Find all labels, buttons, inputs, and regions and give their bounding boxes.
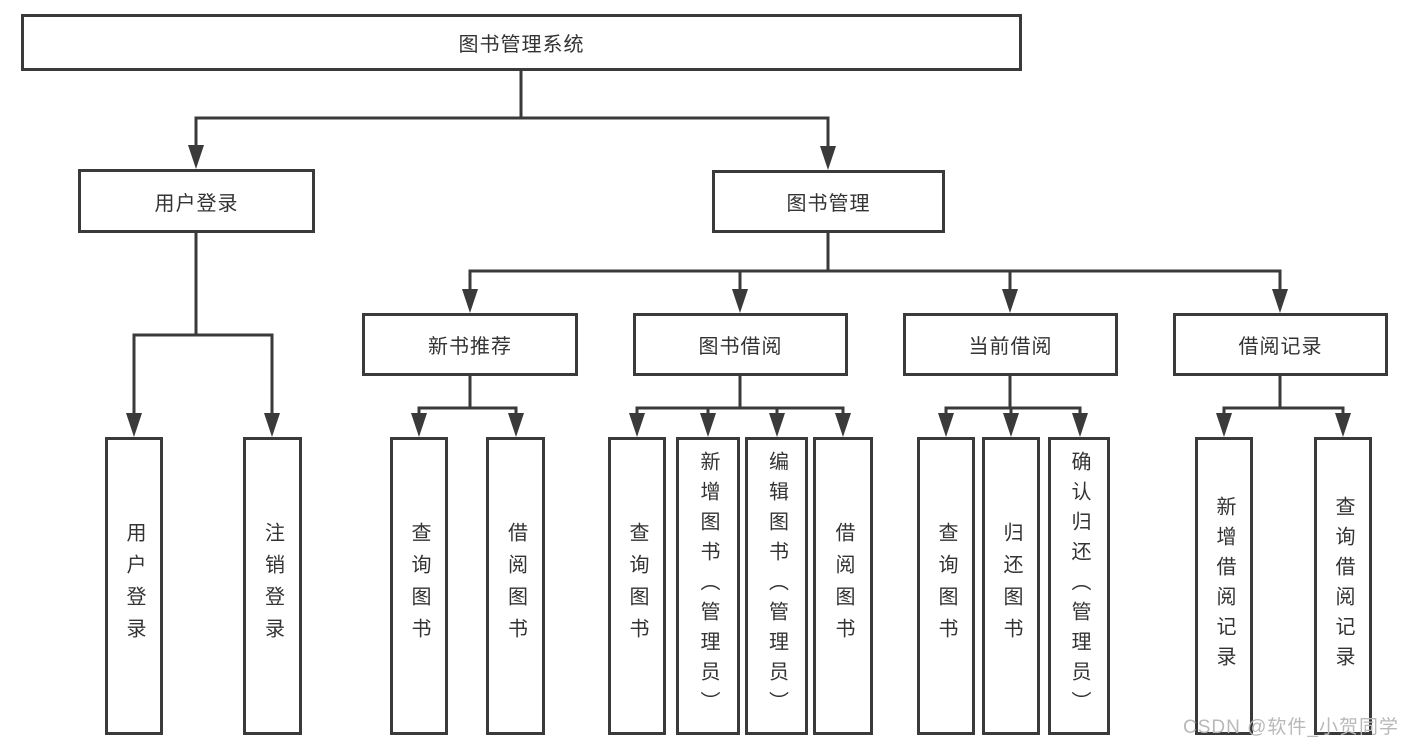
leaf-newbooks-borrow-books: 借阅图书 [486, 437, 545, 735]
leaf-user-login: 用户登录 [105, 437, 163, 735]
leaf-return-books: 归还图书 [982, 437, 1040, 735]
node-current-borrowing: 当前借阅 [903, 313, 1118, 376]
node-book-management-label: 图书管理 [786, 193, 871, 215]
leaf-add-books-admin: 新增图书（管理员） [676, 437, 740, 735]
node-book-borrowing-label: 图书借阅 [698, 336, 783, 358]
leaf-newbooks-query-books-label: 查询图书 [408, 522, 430, 650]
node-user-login: 用户登录 [78, 169, 315, 233]
leaf-logout: 注销登录 [243, 437, 302, 735]
leaf-edit-books-admin-label: 编辑图书（管理员） [765, 451, 788, 721]
node-borrowing-records-label: 借阅记录 [1238, 336, 1323, 358]
leaf-return-books-label: 归还图书 [1000, 522, 1022, 650]
leaf-add-borrow-record: 新增借阅记录 [1195, 437, 1253, 735]
leaf-borrowing-borrow-books: 借阅图书 [813, 437, 873, 735]
leaf-current-query-books: 查询图书 [917, 437, 975, 735]
leaf-newbooks-query-books: 查询图书 [390, 437, 448, 735]
node-user-login-label: 用户登录 [154, 192, 239, 215]
leaf-edit-books-admin: 编辑图书（管理员） [745, 437, 808, 735]
node-borrowing-records: 借阅记录 [1173, 313, 1388, 376]
leaf-current-query-books-label: 查询图书 [935, 522, 957, 650]
leaf-borrowing-query-books-label: 查询图书 [626, 522, 648, 650]
node-book-management: 图书管理 [712, 170, 945, 233]
leaf-confirm-return-admin: 确认归还（管理员） [1048, 437, 1110, 735]
leaf-user-login-label: 用户登录 [123, 522, 145, 650]
node-new-book-recommend: 新书推荐 [362, 313, 578, 376]
csdn-watermark: CSDN @软件_小贺同学 [1183, 717, 1399, 738]
node-book-borrowing: 图书借阅 [633, 313, 848, 376]
leaf-add-books-admin-label: 新增图书（管理员） [697, 451, 719, 721]
leaf-newbooks-borrow-books-label: 借阅图书 [504, 522, 527, 650]
node-current-borrowing-label: 当前借阅 [968, 336, 1053, 358]
leaf-confirm-return-admin-label: 确认归还（管理员） [1068, 451, 1090, 721]
leaf-borrowing-query-books: 查询图书 [608, 437, 666, 735]
node-new-book-recommend-label: 新书推荐 [428, 336, 512, 358]
leaf-borrowing-borrow-books-label: 借阅图书 [832, 522, 854, 650]
node-library-system-label: 图书管理系统 [458, 34, 585, 56]
leaf-query-borrow-record: 查询借阅记录 [1314, 437, 1372, 735]
leaf-query-borrow-record-label: 查询借阅记录 [1332, 496, 1354, 676]
node-library-system: 图书管理系统 [21, 14, 1022, 71]
leaf-add-borrow-record-label: 新增借阅记录 [1213, 496, 1235, 676]
leaf-logout-label: 注销登录 [261, 522, 284, 650]
